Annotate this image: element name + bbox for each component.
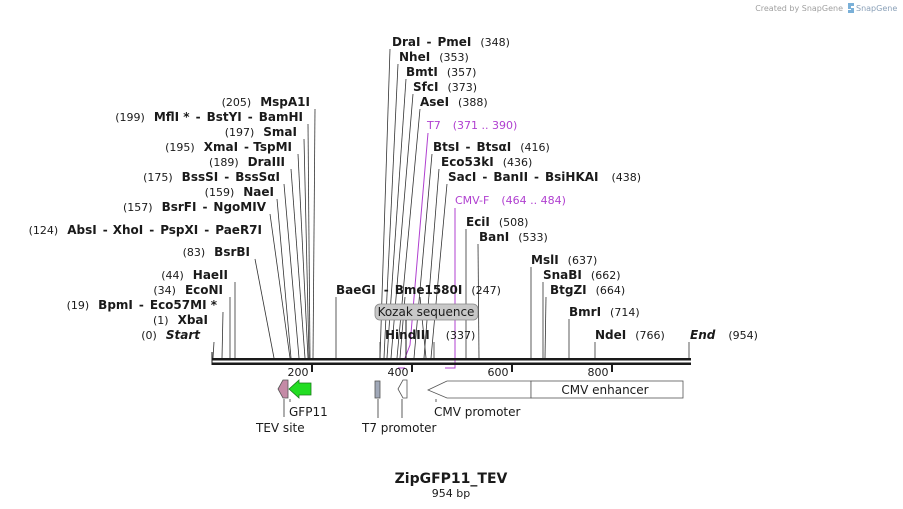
svg-text:SnapGene: SnapGene [856,4,897,13]
dna-backbone [211,352,691,365]
primer-label-cmv-f: CMV-F(464 .. 484) [455,194,566,207]
gfp11-feature [288,379,312,399]
enzyme-label: BmtI(357) [406,65,476,79]
snapgene-logo-icon [848,3,854,13]
enzyme-label: BtgZI(664) [550,283,625,297]
svg-text:Kozak sequence: Kozak sequence [378,305,475,319]
gfp11-label: GFP11 [289,405,328,419]
svg-text:DraI-PmeI(348): DraI-PmeI(348) [392,35,510,49]
scale-ticks [311,365,613,372]
enzyme-label: (195)XmaI-TspMI [165,140,292,154]
tick-label: 600 [488,366,509,379]
cmv-enhancer-feature: CMV enhancer [530,380,684,399]
tev-site-label: TEV site [255,421,305,435]
enzyme-label: Eco53kI(436) [441,155,532,169]
primer-label-t7: T7(371 .. 390) [426,119,517,132]
enzyme-label: (124)AbsI-XhoI-PspXI-PaeR7I [29,223,262,237]
t7-promoter-feature [374,379,408,399]
tev-site-feature [277,379,289,399]
enzyme-label: (199)MflI *-BstYI-BamHI [115,110,303,124]
enzyme-label: (19)BpmI-Eco57MI * [67,298,218,312]
enzyme-label: (197)SmaI [225,125,297,139]
enzyme-label: (1)XbaI [153,313,208,327]
enzyme-label: EciI(508) [466,215,528,229]
enzyme-label: SfcI(373) [413,80,477,94]
enzyme-label: (205)MspA1I [222,95,310,109]
cmv-promoter-label: CMV promoter [434,405,521,419]
enzyme-label: (175)BssSI-BssSαI [143,170,280,184]
sequence-length: 954 bp [432,487,470,500]
enzyme-label: BtsI-BtsαI(416) [433,140,550,154]
enzyme-label: AseI(388) [420,95,488,109]
enzyme-label: (159)NaeI [205,185,274,199]
enzyme-label: NdeI(766) [595,328,665,342]
enzyme-label: SacI-BanII-BsiHKAI(438) [448,170,641,184]
enzyme-label: (189)DraIII [209,155,285,169]
enzyme-label: (83)BsrBI [183,245,250,259]
enzyme-label-start: (0)Start [141,328,201,342]
enzyme-leader-lines [212,48,690,359]
enzyme-label: BmrI(714) [569,305,640,319]
enzyme-label: HindIII(337) [385,328,475,342]
tick-label: 200 [288,366,309,379]
enzyme-label: BaeGI-Bme1580I(247) [336,283,501,297]
enzyme-label-end: End(954) [690,328,758,342]
cmv-promoter-feature [427,380,532,399]
enzyme-label: (44)HaeII [161,268,228,282]
snapgene-credit: Created by SnapGene [755,4,843,13]
primer-leader-lines [398,132,456,369]
enzyme-label: SnaBI(662) [543,268,621,282]
t7-promoter-label: T7 promoter [361,421,437,435]
tick-label: 800 [588,366,609,379]
tick-label: 400 [388,366,409,379]
kozak-sequence-label: Kozak sequence [374,303,479,321]
enzyme-label: NheI(353) [399,50,469,64]
enzyme-label: BanI(533) [479,230,548,244]
map-title: ZipGFP11_TEV [395,471,508,487]
svg-text:CMV enhancer: CMV enhancer [561,383,648,397]
enzyme-label-dra: DraI-PmeI(348) [392,35,510,49]
enzyme-label: (157)BsrFI-NgoMIV [123,200,267,214]
enzyme-label: MslI(637) [531,253,597,267]
enzyme-label: (34)EcoNI [153,283,223,297]
